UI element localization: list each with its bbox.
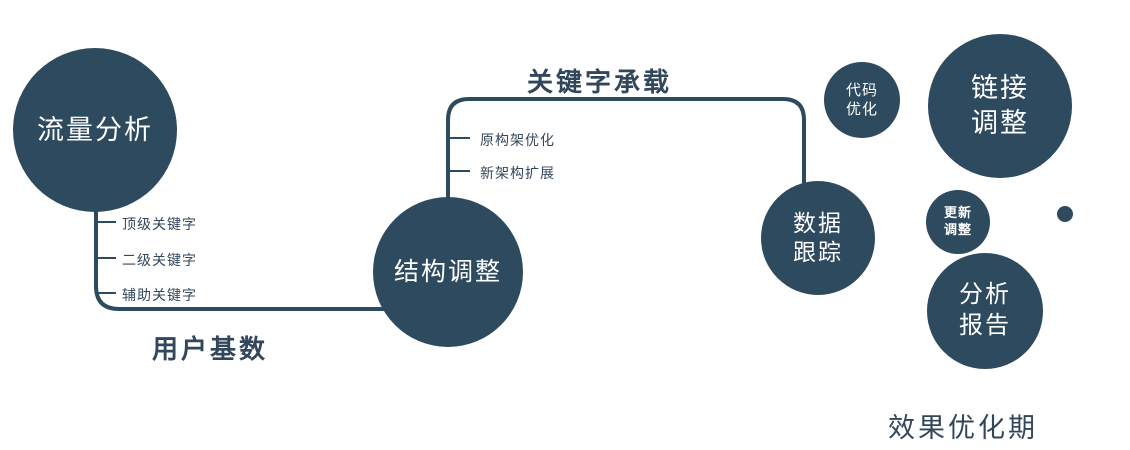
node-code-optimization-line1: 代码: [845, 81, 878, 99]
branch-label-second-keywords: 二级关键字: [122, 252, 197, 268]
branch-label-aux-keywords: 辅助关键字: [122, 287, 197, 303]
node-structure-adjustment-label: 结构调整: [393, 258, 502, 286]
node-data-tracking: 数据 跟踪: [761, 181, 875, 295]
node-link-adjustment: 链接 调整: [928, 34, 1072, 178]
node-code-optimization: 代码 优化: [824, 62, 900, 138]
node-update-adjustment-line1: 更新: [943, 205, 972, 221]
node-traffic-analysis-label: 流量分析: [37, 114, 153, 145]
edge-structure-to-tracking: [446, 97, 806, 240]
footer-label-effect-optimization: 效果优化期: [888, 413, 1038, 443]
node-traffic-analysis: 流量分析: [13, 48, 177, 212]
branch-label-top-keywords: 顶级关键字: [122, 216, 197, 232]
edge-traffic-to-structure: [94, 150, 410, 311]
node-code-optimization-line2: 优化: [845, 101, 878, 118]
node-update-adjustment: 更新 调整: [926, 190, 990, 254]
node-structure-adjustment: 结构调整: [373, 197, 523, 347]
branch-label-new-architecture: 新架构扩展: [480, 165, 555, 181]
edge-label-keyword-carrying: 关键字承载: [527, 67, 673, 97]
node-link-adjustment-line2: 调整: [971, 108, 1029, 138]
node-data-tracking-line1: 数据: [793, 209, 843, 236]
dot-marker: [1057, 206, 1073, 222]
node-analysis-report-line1: 分析: [959, 281, 1011, 309]
node-analysis-report: 分析 报告: [927, 253, 1043, 369]
branch-label-original-architecture: 原构架优化: [480, 132, 555, 148]
node-data-tracking-line2: 跟踪: [793, 239, 843, 265]
node-update-adjustment-line2: 调整: [943, 222, 972, 237]
node-link-adjustment-line1: 链接: [971, 73, 1029, 104]
node-analysis-report-line2: 报告: [959, 312, 1011, 339]
edge-label-user-base: 用户基数: [152, 334, 269, 364]
